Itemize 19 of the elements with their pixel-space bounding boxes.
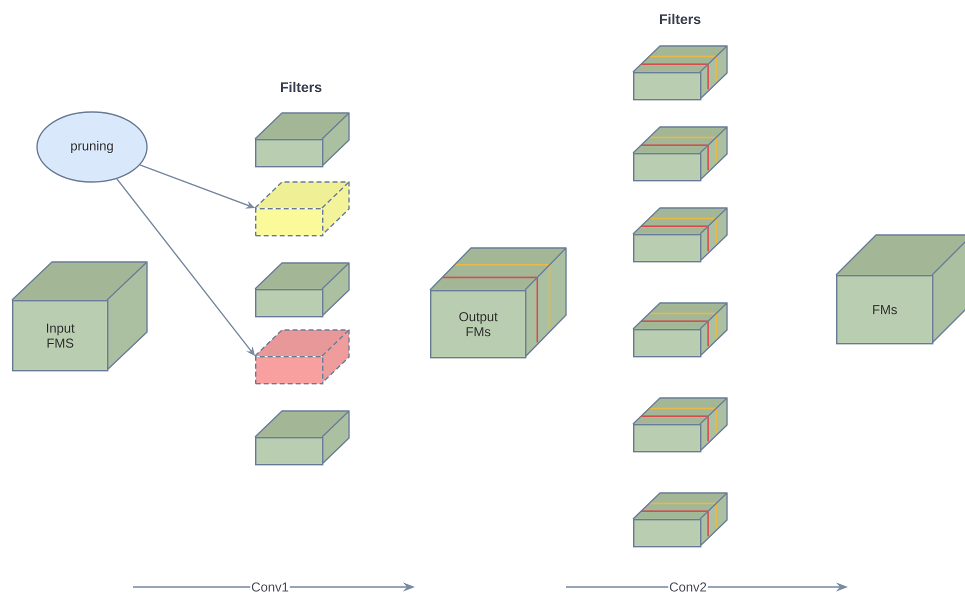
cube-shape	[254, 410, 350, 466]
cube-shape	[632, 492, 728, 548]
cube-shape	[254, 262, 350, 318]
heading-label: Filters	[280, 82, 322, 92]
cube-shape	[254, 181, 350, 236]
cube-shape	[632, 302, 728, 358]
cube-shape	[632, 207, 728, 262]
cube-node: FMs	[835, 234, 965, 344]
cube-node: Input FMS	[11, 261, 148, 372]
cube-shape	[632, 397, 728, 452]
cube-shape	[632, 126, 728, 182]
cube-shape	[632, 45, 728, 100]
arrow-label: Conv2	[668, 581, 708, 593]
ellipse-node: pruning	[36, 111, 148, 183]
heading-label: Filters	[660, 14, 700, 24]
cube-shape	[254, 112, 350, 168]
cube-shape	[254, 329, 350, 384]
arrow-label: Conv1	[250, 581, 290, 593]
cube-node: Output FMs	[429, 247, 567, 358]
